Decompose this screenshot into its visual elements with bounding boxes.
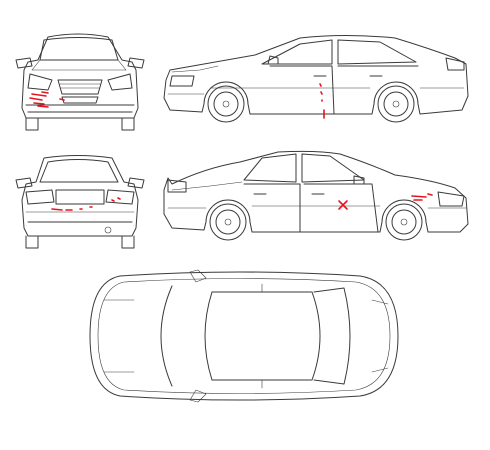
rear-view bbox=[15, 155, 145, 249]
damage-marks bbox=[29, 83, 433, 211]
damage-mark-left-door-x bbox=[338, 200, 348, 210]
left-side-view bbox=[163, 150, 469, 241]
damage-mark-rear-bumper bbox=[51, 197, 121, 211]
damage-mark-left-front-fender bbox=[411, 193, 433, 201]
damage-mark-right-door-vertical bbox=[319, 83, 325, 119]
top-view bbox=[89, 269, 399, 403]
damage-mark-front-headlight bbox=[29, 91, 65, 108]
front-view bbox=[15, 33, 145, 131]
right-side-view bbox=[163, 35, 469, 123]
